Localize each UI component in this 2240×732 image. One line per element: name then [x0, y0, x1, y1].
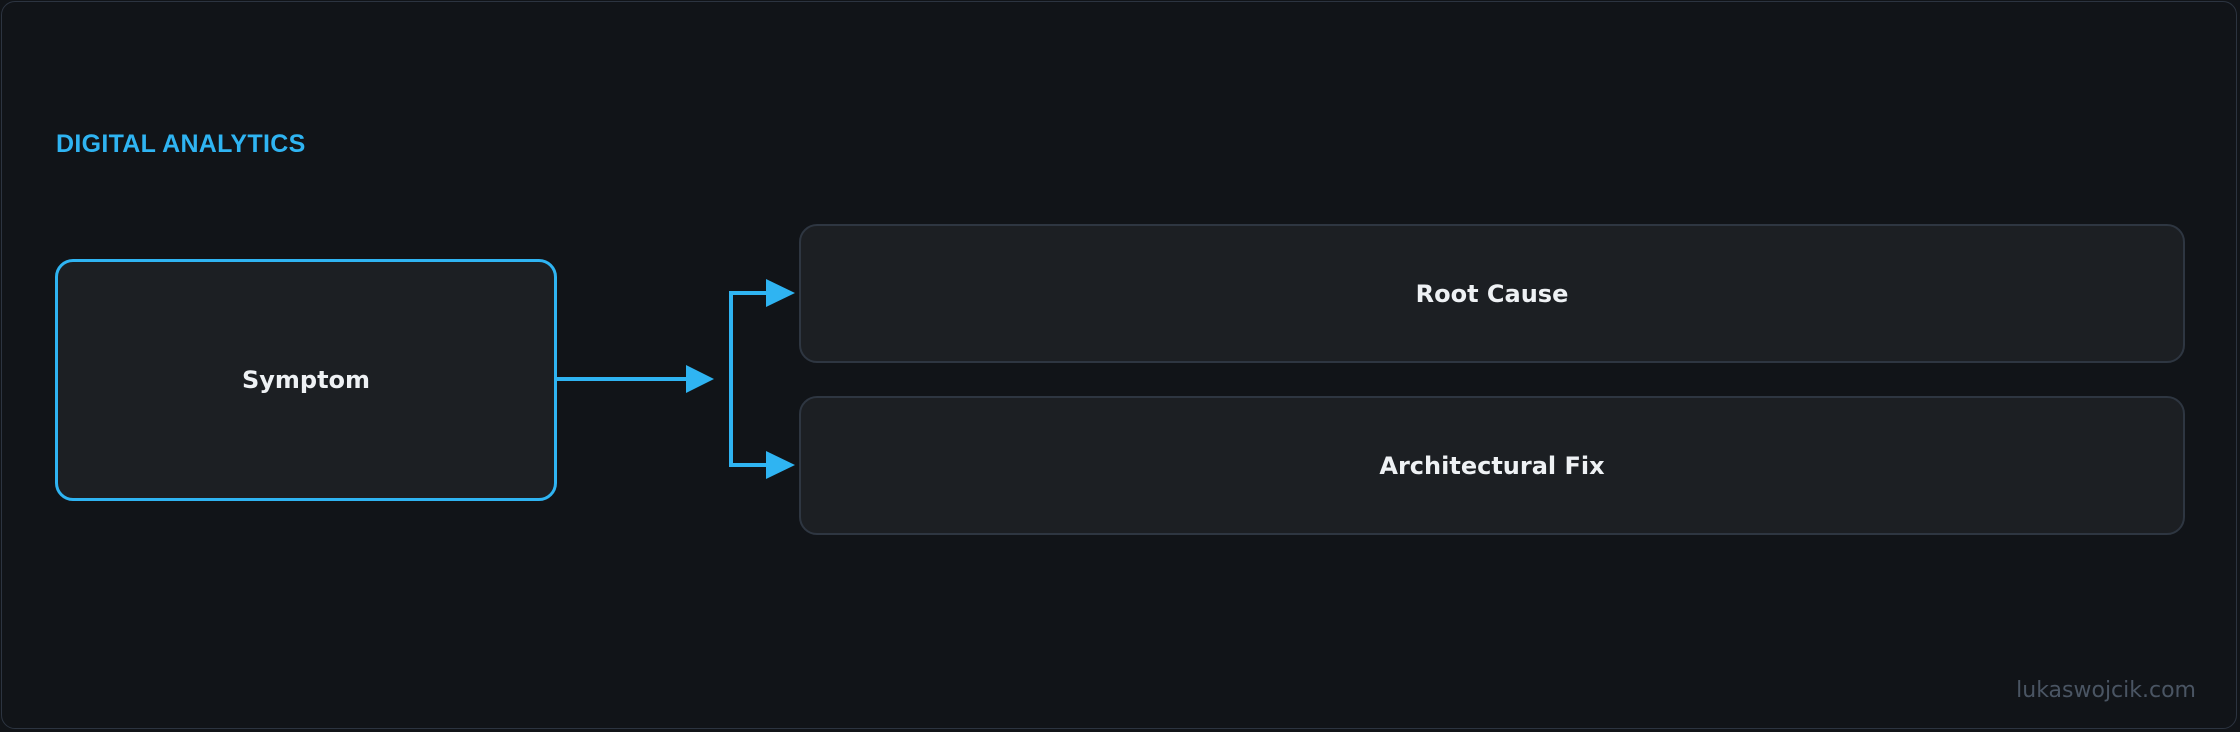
architectural-fix-label: Architectural Fix [1379, 451, 1605, 480]
section-title: DIGITAL ANALYTICS [56, 130, 306, 158]
root-cause-arrowhead [766, 279, 795, 307]
branch-bracket [729, 291, 770, 467]
root-cause-label: Root Cause [1415, 279, 1569, 308]
symptom-arrowhead [686, 365, 714, 393]
symptom-label: Symptom [241, 366, 371, 394]
architectural-fix-arrowhead [766, 451, 795, 479]
symptom-node: Symptom [55, 259, 557, 501]
root-cause-node: Root Cause [799, 224, 2185, 363]
architectural-fix-node: Architectural Fix [799, 396, 2185, 535]
watermark: lukaswojcik.com [2016, 678, 2196, 703]
